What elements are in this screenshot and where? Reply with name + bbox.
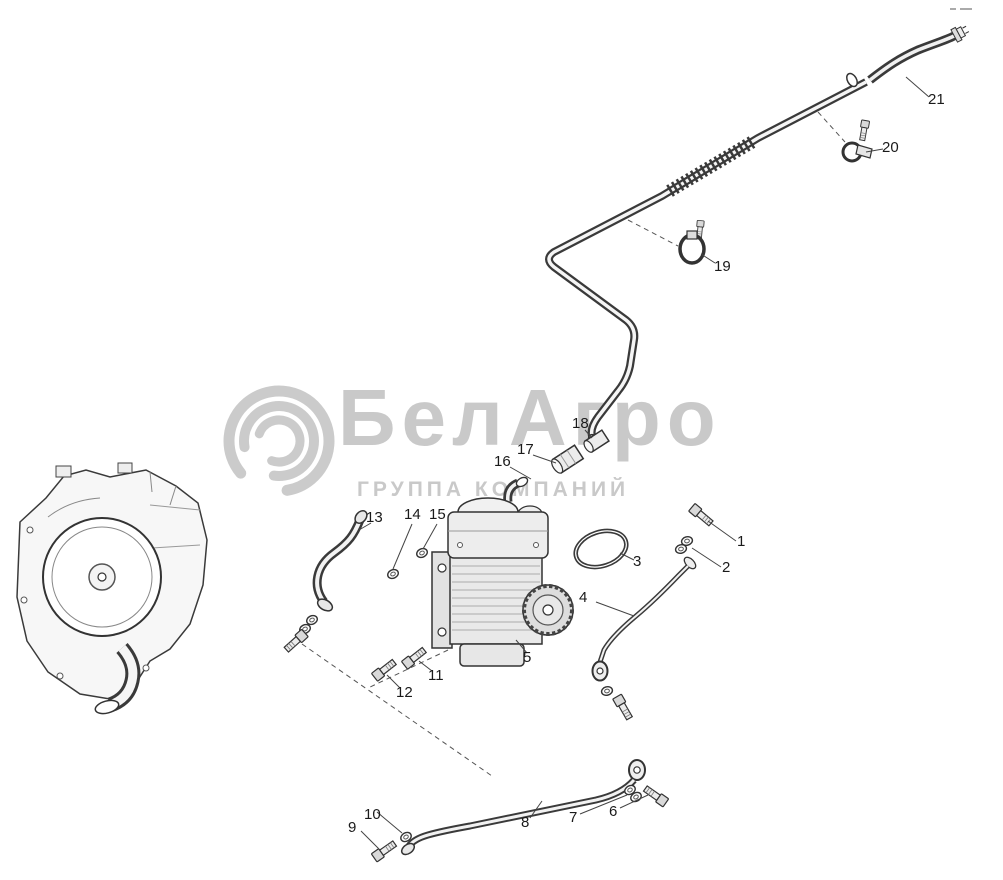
leader-lines bbox=[358, 76, 930, 850]
hose-end-fitting bbox=[950, 25, 970, 43]
part-label-5: 5 bbox=[523, 649, 532, 666]
part-label-19: 19 bbox=[714, 258, 731, 275]
unloader-pipe-4-drawing bbox=[591, 556, 697, 722]
watermark-brand-text: БелАгро bbox=[338, 373, 722, 462]
part-label-15: 15 bbox=[429, 506, 446, 523]
part-label-13: 13 bbox=[366, 509, 383, 526]
part-label-1: 1 bbox=[737, 533, 746, 550]
oring-and-bolt-drawing bbox=[573, 502, 715, 570]
part-label-14: 14 bbox=[404, 506, 421, 523]
air-compressor-drawing bbox=[431, 497, 574, 667]
pipe-clamp-19-drawing bbox=[678, 219, 706, 265]
watermark-subtitle-text: ГРУППА КОМПАНИЙ bbox=[357, 478, 630, 501]
pipe-clamp-20-drawing bbox=[841, 119, 873, 163]
engine-housing-drawing bbox=[16, 462, 208, 715]
part-label-3: 3 bbox=[633, 553, 642, 570]
part-label-18: 18 bbox=[572, 415, 589, 432]
part-label-10: 10 bbox=[364, 806, 381, 823]
part-label-11: 11 bbox=[428, 667, 444, 684]
dashed-leader-lines bbox=[301, 111, 846, 777]
bottom-pipe-8-drawing bbox=[370, 759, 670, 863]
part-label-12: 12 bbox=[396, 684, 413, 701]
part-label-21: 21 bbox=[928, 91, 945, 108]
coupler-sleeves-drawing bbox=[503, 429, 610, 503]
part-label-17: 17 bbox=[517, 441, 534, 458]
part-label-6: 6 bbox=[609, 803, 618, 820]
part-label-9: 9 bbox=[348, 819, 357, 836]
part-label-7: 7 bbox=[569, 809, 578, 826]
part-label-2: 2 bbox=[722, 559, 731, 576]
part-label-4: 4 bbox=[579, 589, 588, 606]
part-label-20: 20 bbox=[882, 139, 899, 156]
part-label-8: 8 bbox=[521, 814, 530, 831]
part-label-16: 16 bbox=[494, 453, 511, 470]
hose-drawing bbox=[846, 25, 970, 88]
inlet-pipe-13-drawing bbox=[282, 509, 430, 655]
